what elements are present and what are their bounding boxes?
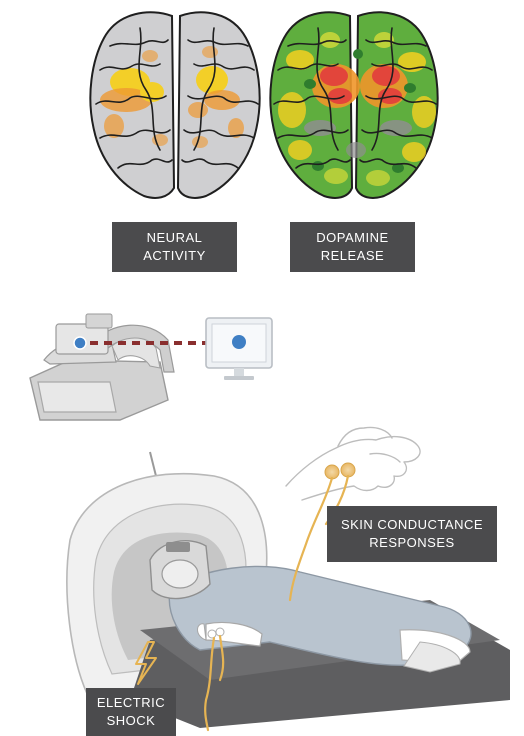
label-line: RESPONSES: [369, 534, 454, 552]
eye-tracker-apparatus: [30, 314, 174, 420]
monitor-icon: [206, 318, 272, 380]
label-line: RELEASE: [321, 247, 384, 265]
label-line: NEURAL: [147, 229, 203, 247]
label-line: ELECTRIC: [97, 694, 165, 712]
camera-lens-icon: [74, 337, 86, 349]
label-line: SKIN CONDUCTANCE: [341, 516, 483, 534]
label-skin-conductance: SKIN CONDUCTANCE RESPONSES: [327, 506, 497, 562]
hand-outline: [286, 427, 420, 500]
label-electric-shock: ELECTRIC SHOCK: [86, 688, 176, 736]
brain-neural-activity: [90, 12, 259, 198]
label-line: ACTIVITY: [143, 247, 206, 265]
label-dopamine-release: DOPAMINE RELEASE: [290, 222, 415, 272]
label-neural-activity: NEURAL ACTIVITY: [112, 222, 237, 272]
brain-dopamine-release: [270, 12, 437, 198]
label-line: DOPAMINE: [316, 229, 388, 247]
skin-electrodes: [325, 463, 355, 479]
electrode-icon: [325, 465, 339, 479]
label-line: SHOCK: [107, 712, 156, 730]
